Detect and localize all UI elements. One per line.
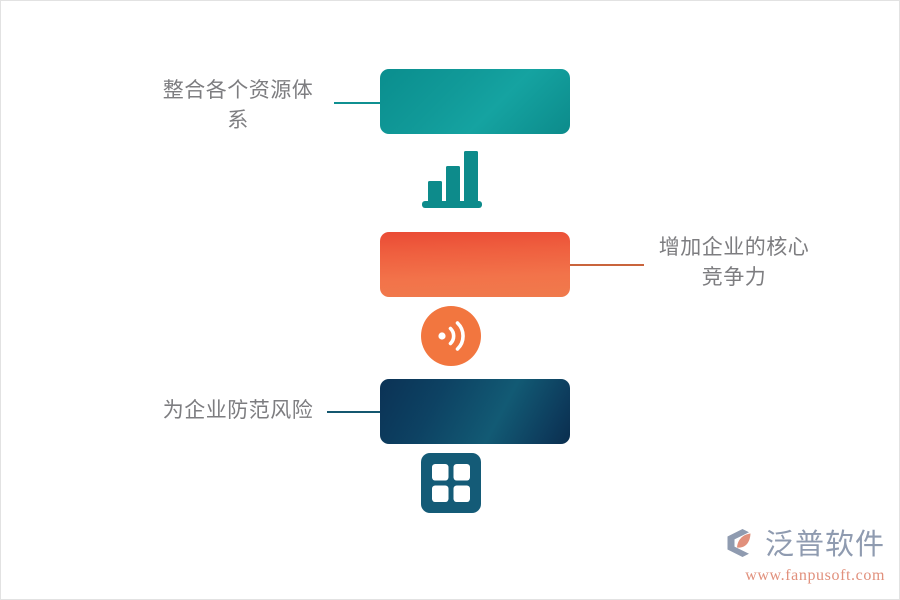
stage-bar-resource-integration <box>380 69 570 134</box>
connector-line-1 <box>334 102 382 104</box>
logo-mark-icon <box>725 528 759 563</box>
logo-website-url: www.fanpusoft.com <box>745 567 885 584</box>
stage-bar-risk-prevention <box>380 379 570 444</box>
callout-label-1: 整合各个资源体 系 <box>162 78 314 132</box>
logo-top-row: 泛普软件 <box>725 528 885 563</box>
bar-chart-icon <box>1 144 899 217</box>
signal-broadcast-icon <box>1 304 899 373</box>
connector-line-2 <box>568 264 644 266</box>
brand-logo: 泛普软件 www.fanpusoft.com <box>725 528 885 585</box>
callout-label-2: 增加企业的核心 竞争力 <box>658 235 810 289</box>
callout-label-3: 为企业防范风险 <box>162 398 314 422</box>
stage-bar-core-competitiveness <box>380 232 570 297</box>
connector-line-3 <box>327 411 383 413</box>
grid-squares-icon <box>1 451 899 520</box>
logo-company-name: 泛普软件 <box>764 529 885 561</box>
